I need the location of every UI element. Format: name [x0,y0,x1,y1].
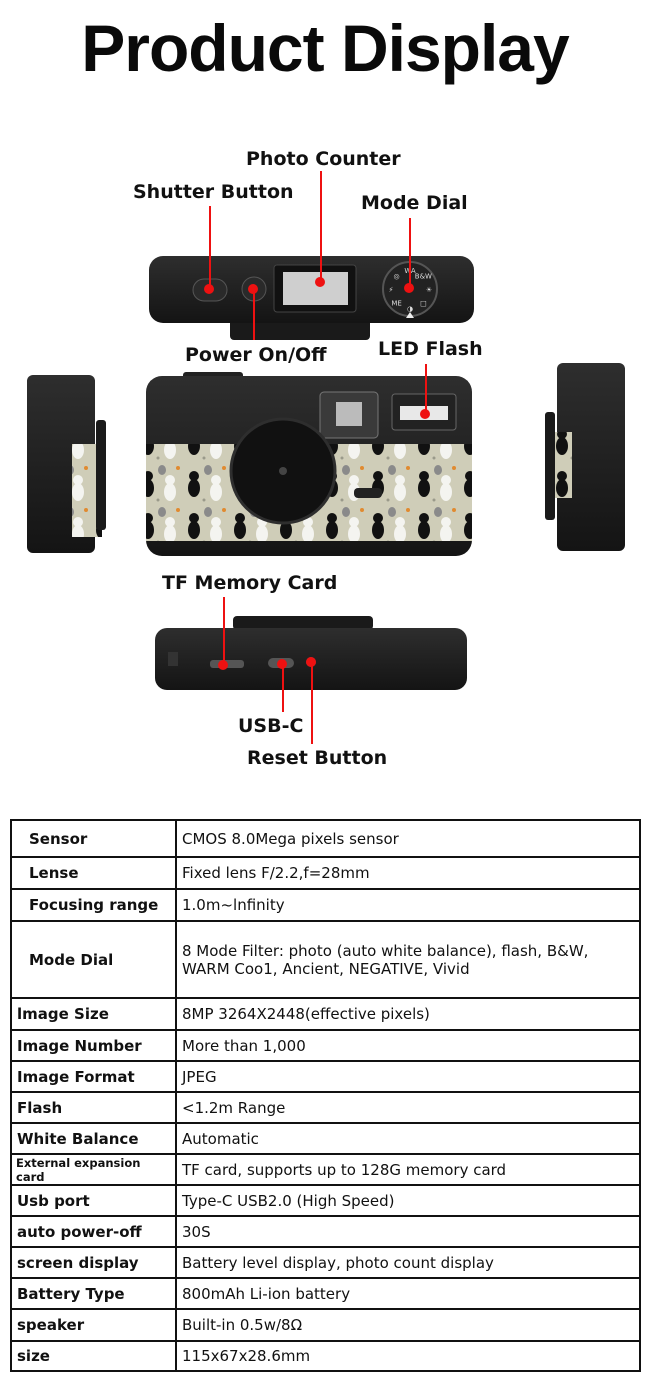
spec-key: Lense [10,856,177,890]
mode-dial-mark: ME [391,299,401,307]
photo-counter-label: Photo Counter [246,148,401,170]
page-title: Product Display [81,11,569,85]
tf-card-line [223,597,225,665]
tf-card-label: TF Memory Card [162,572,338,594]
spec-key: screen display [10,1246,177,1279]
spec-value: 115x67x28.6mm [175,1340,641,1372]
photo-counter-line [320,171,322,282]
spec-value: <1.2m Range [175,1091,641,1124]
reset-button-label: Reset Button [247,747,388,769]
spec-value: 8 Mode Filter: photo (auto white balance… [175,920,641,999]
spec-value: 1.0m~lnfinity [175,888,641,922]
reset-line [311,664,313,744]
spec-key: auto power-off [10,1215,177,1248]
viewfinder-glass [336,402,362,426]
spec-key: Image Format [10,1060,177,1093]
table-row: Flash<1.2m Range [10,1091,641,1124]
spec-key: size [10,1340,177,1372]
spec-key: speaker [10,1308,177,1342]
photo-counter-screen [283,272,348,305]
power-line [253,288,255,340]
led-flash-dot [420,409,430,419]
spec-value: Automatic [175,1122,641,1155]
spec-key: Flash [10,1091,177,1124]
power-label: Power On/Off [185,344,327,366]
spec-value: TF card, supports up to 128G memory card [175,1153,641,1186]
usb-c-line [282,664,284,712]
spec-key: Sensor [10,819,177,858]
photo-counter-dot [315,277,325,287]
mode-dial-mark: ◎ [394,273,400,281]
spec-value: 30S [175,1215,641,1248]
spec-key: External expansion card [10,1153,177,1186]
spec-key: White Balance [10,1122,177,1155]
mode-dial-mark: ◑ [407,305,413,313]
spec-key: Mode Dial [10,920,177,999]
shutter-line [209,206,211,286]
spec-value: Fixed lens F/2.2,f=28mm [175,856,641,890]
spec-value: Battery level display, photo count displ… [175,1246,641,1279]
spec-key: Battery Type [10,1277,177,1310]
lens-barrel [230,318,370,340]
tf-card-dot [218,660,228,670]
shutter-button-label: Shutter Button [133,181,294,203]
spec-key: Image Number [10,1029,177,1062]
wind-lever [354,488,382,498]
usb-c-label: USB-C [238,715,304,737]
dial-indicator [406,312,414,318]
shutter-dot [204,284,214,294]
spec-key: lmage Size [10,997,177,1031]
spec-value: Built-in 0.5w/8Ω [175,1308,641,1342]
reset-dot [306,657,316,667]
spec-value: 800mAh Li-ion battery [175,1277,641,1310]
spec-key: Focusing range [10,888,177,922]
spec-value: 8MP 3264X2448(effective pixels) [175,997,641,1031]
camera-illustrations: WAB&W☀□◑ME⚡◎ [27,256,625,690]
usb-c-dot [277,659,287,669]
camera-right-side-view [545,363,625,551]
mode-dial-mark: B&W [415,273,432,281]
mode-dial-dot [404,283,414,293]
camera-left-side-view [27,375,106,553]
spec-key: Usb port [10,1184,177,1217]
spec-value: More than 1,000 [175,1029,641,1062]
camera-front-view [146,372,472,556]
camera-top-view [149,256,474,340]
power-dot [248,284,258,294]
spec-value: JPEG [175,1060,641,1093]
spec-value: Type-C USB2.0 (High Speed) [175,1184,641,1217]
led-flash-label: LED Flash [378,338,483,360]
mode-dial-mark: ⚡ [389,286,394,294]
mode-dial-label: Mode Dial [361,192,468,214]
mode-dial-mark: ☀ [426,286,432,294]
spec-value: CMOS 8.0Mega pixels sensor [175,819,641,858]
led-flash-line [425,364,427,416]
mode-dial-mark: □ [420,299,427,307]
mode-dial-line [409,218,411,286]
